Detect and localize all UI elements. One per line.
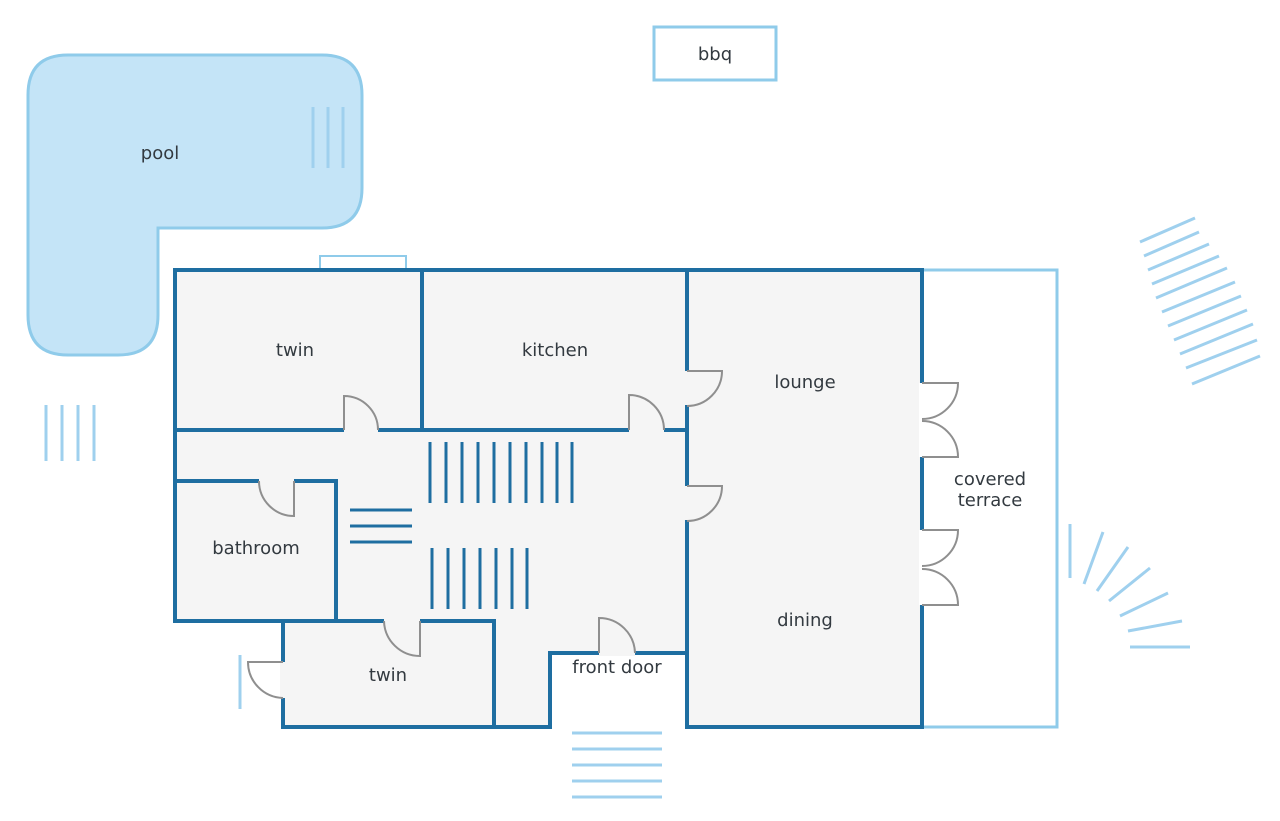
door-bathroom — [258, 480, 295, 518]
door-terrace-lower-1 — [921, 529, 960, 567]
door-twin-top — [343, 394, 379, 431]
room-label-lounge: lounge — [774, 372, 835, 393]
front-steps — [572, 731, 662, 799]
lower-right-steps — [1068, 524, 1190, 649]
room-label-twin-bottom: twin — [369, 665, 407, 686]
stairs-landing — [350, 508, 412, 544]
door-twin-bottom — [383, 620, 421, 658]
front-door-label: front door — [572, 657, 662, 678]
room-label-twin-top: twin — [276, 340, 314, 361]
doors — [246, 370, 960, 699]
floor-fills — [175, 270, 922, 727]
pool-label: pool — [141, 143, 179, 164]
bbq: bbq — [652, 25, 778, 82]
door-lounge-lower — [686, 485, 724, 522]
covered-terrace-label-line1: covered — [954, 469, 1026, 490]
door-kitchen — [628, 393, 665, 431]
left-steps — [44, 405, 96, 461]
door-lounge-upper — [686, 370, 724, 407]
door-front — [598, 616, 636, 654]
room-label-kitchen: kitchen — [522, 340, 588, 361]
upper-right-steps — [1139, 216, 1261, 386]
door-terrace-upper-2 — [921, 420, 960, 458]
door-terrace-upper-1 — [921, 382, 960, 420]
room-label-dining: dining — [777, 610, 833, 631]
stairs-upper — [428, 442, 574, 503]
door-terrace-lower-2 — [921, 568, 960, 606]
room-label-bathroom: bathroom — [212, 538, 300, 559]
stairs-lower — [430, 548, 529, 609]
covered-terrace: covered terrace — [922, 268, 1059, 729]
window-box — [319, 255, 407, 271]
pool: pool — [26, 53, 364, 357]
covered-terrace-label-line2: terrace — [958, 490, 1023, 511]
bbq-label: bbq — [698, 44, 732, 65]
door-side-exterior — [246, 661, 284, 699]
